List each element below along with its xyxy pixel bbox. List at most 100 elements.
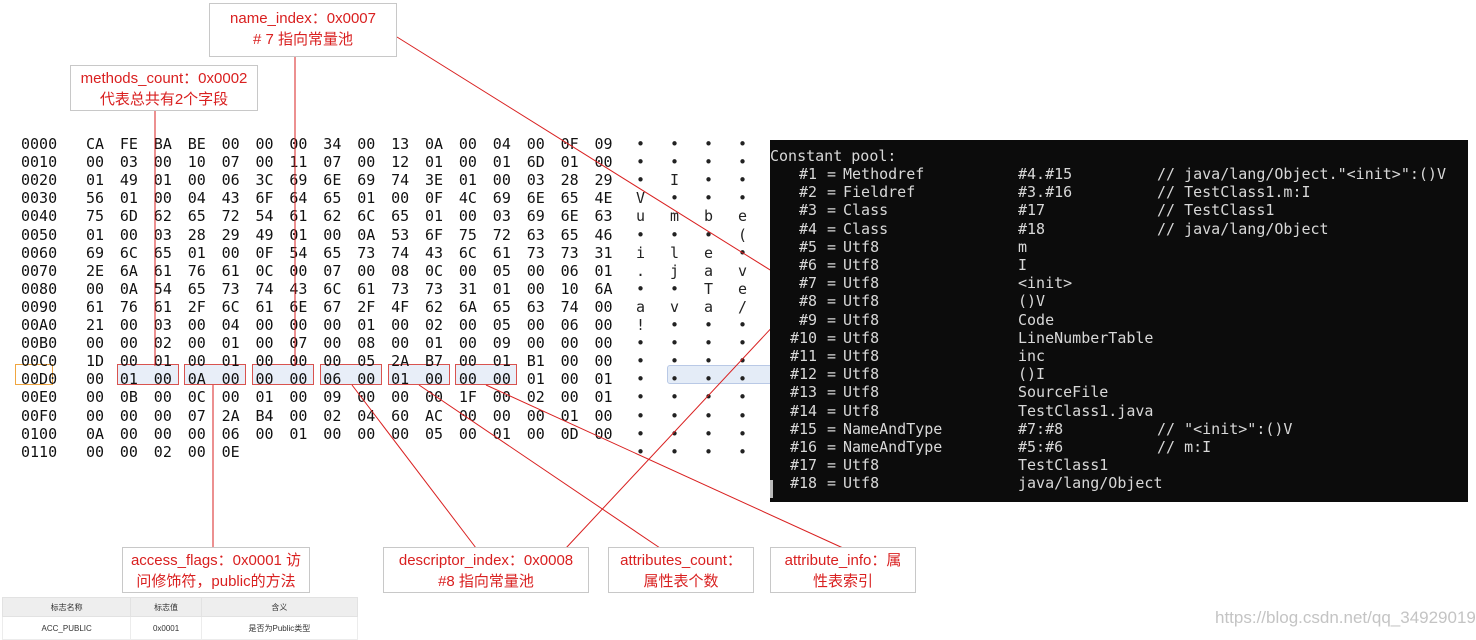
hex-char: l	[670, 243, 680, 262]
cp-equals: =	[827, 347, 837, 365]
hex-byte: 00	[221, 243, 240, 262]
cp-index: #15	[790, 419, 818, 438]
hex-byte: 01	[153, 352, 172, 371]
hex-byte: 01	[153, 171, 172, 190]
hex-byte: 00	[357, 370, 376, 389]
hex-byte: 00	[492, 406, 511, 425]
hex-char: •	[636, 135, 646, 153]
hex-byte: 02	[153, 442, 172, 461]
cp-ref: <init>	[1018, 274, 1073, 293]
hex-byte: 01	[526, 370, 545, 389]
hex-char: •	[738, 406, 748, 425]
hl-descriptor-index	[320, 364, 382, 385]
hex-byte: 00	[458, 406, 477, 425]
hex-byte: 00	[526, 424, 545, 443]
hex-byte: 00	[526, 135, 545, 153]
hex-byte: 0A	[119, 279, 138, 298]
hex-char: T	[704, 279, 714, 298]
hex-char: •	[738, 370, 748, 389]
cp-equals: =	[827, 237, 837, 256]
cp-type: Class	[843, 219, 889, 238]
hex-byte: 4C	[458, 189, 477, 208]
hex-byte: 00	[119, 225, 138, 244]
hex-byte: 65	[560, 225, 579, 244]
hex-byte: 28	[560, 171, 579, 190]
constant-pool-entry: #16=NameAndType#5:#6// m:I	[770, 438, 1468, 456]
hex-byte: 2A	[391, 352, 410, 371]
hex-byte: 04	[187, 189, 206, 208]
cp-index: #2	[799, 183, 818, 202]
cp-equals: =	[827, 474, 837, 493]
hex-byte: 07	[323, 261, 342, 280]
hex-char: i	[636, 243, 646, 262]
hex-char: •	[636, 153, 646, 172]
cp-ref: #18	[1018, 219, 1046, 238]
watermark-url: https://blog.csdn.net/qq_34929019	[1215, 608, 1476, 627]
annotation-methods-count-line2: 代表总共有2个字段	[99, 91, 229, 108]
cp-ref: #17	[1018, 201, 1046, 220]
hex-byte: 00	[86, 406, 105, 425]
hex-byte: 11	[289, 153, 308, 172]
hex-char: •	[670, 334, 680, 353]
hex-byte: 03	[526, 171, 545, 190]
hex-char: •	[636, 442, 646, 461]
hex-byte: 00	[594, 153, 613, 172]
hex-byte: 60	[391, 406, 410, 425]
hex-char: b	[704, 207, 714, 226]
hex-byte: 00	[86, 153, 105, 172]
hex-byte: 10	[187, 153, 206, 172]
cp-ref: TestClass1.java	[1018, 401, 1154, 420]
hex-byte: 00	[323, 334, 342, 353]
hex-char: •	[670, 388, 680, 407]
cp-ref: I	[1018, 256, 1028, 274]
hex-char: e	[704, 243, 714, 262]
hex-char: •	[670, 189, 680, 208]
hex-byte: 01	[425, 334, 444, 353]
hex-byte: 49	[255, 225, 274, 244]
constant-pool-entry: #2=Fieldref#3.#16// TestClass1.m:I	[770, 183, 1468, 201]
hex-byte: 65	[492, 297, 511, 316]
hex-byte: CA	[86, 135, 105, 153]
hex-byte: 6F	[255, 189, 274, 208]
cp-type: Utf8	[843, 456, 880, 475]
hex-byte: 6C	[119, 243, 138, 262]
constant-pool-entry: #1=Methodref#4.#15// java/lang/Object."<…	[770, 165, 1468, 183]
hex-byte: 00	[594, 352, 613, 371]
hex-char: •	[636, 334, 646, 353]
annotation-attribute-info-line1: attribute_info：属	[784, 552, 902, 569]
hex-byte: 6E	[526, 189, 545, 208]
hex-byte: 6C	[221, 297, 240, 316]
hex-byte: 05	[492, 261, 511, 280]
hex-address: 0020	[21, 171, 58, 190]
hex-char: •	[704, 334, 714, 353]
annotation-name-index: name_index：0x0007 # 7 指向常量池	[209, 3, 397, 57]
cp-type: Utf8	[843, 474, 880, 493]
hex-byte: 08	[391, 261, 410, 280]
hex-char: •	[704, 406, 714, 425]
cp-index: #8	[799, 292, 818, 311]
hex-byte: 6E	[323, 171, 342, 190]
hex-byte: 65	[153, 243, 172, 262]
hex-byte: 01	[86, 225, 105, 244]
hex-byte: 0C	[255, 261, 274, 280]
hex-byte: 00	[255, 334, 274, 353]
hex-byte: 0A	[86, 424, 105, 443]
hex-byte: 06	[560, 316, 579, 334]
hex-byte: 00	[492, 370, 511, 389]
hex-address: 00A0	[21, 316, 58, 334]
hex-byte: 01	[492, 153, 511, 172]
hex-char: •	[636, 406, 646, 425]
hex-byte: 6E	[560, 207, 579, 226]
hex-byte: 54	[289, 243, 308, 262]
hex-byte: 12	[391, 153, 410, 172]
hex-byte: 09	[492, 334, 511, 353]
hex-char: /	[738, 297, 748, 316]
hex-byte: 63	[526, 297, 545, 316]
